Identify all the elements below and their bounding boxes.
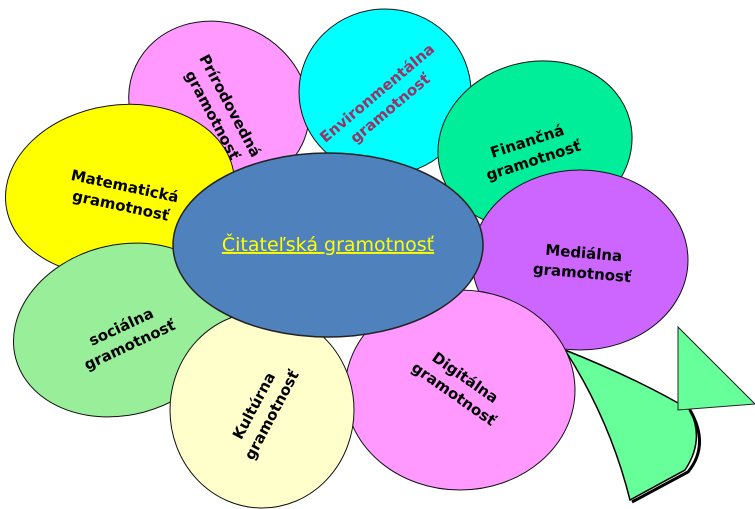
petal-kulturna: Kultúrna gramotnosť [169,311,355,509]
stem [563,325,755,504]
center-node[interactable]: Čitateľská gramotnosť [172,152,484,338]
stem-leaf [563,348,698,502]
petal-environmentalna: Environmentálna gramotnosť [298,8,472,176]
petal-digitalna: Digitálna gramotnosť [344,289,576,491]
center-label[interactable]: Čitateľská gramotnosť [222,232,435,256]
side-leaf [677,325,755,411]
stem-edge [631,409,701,504]
